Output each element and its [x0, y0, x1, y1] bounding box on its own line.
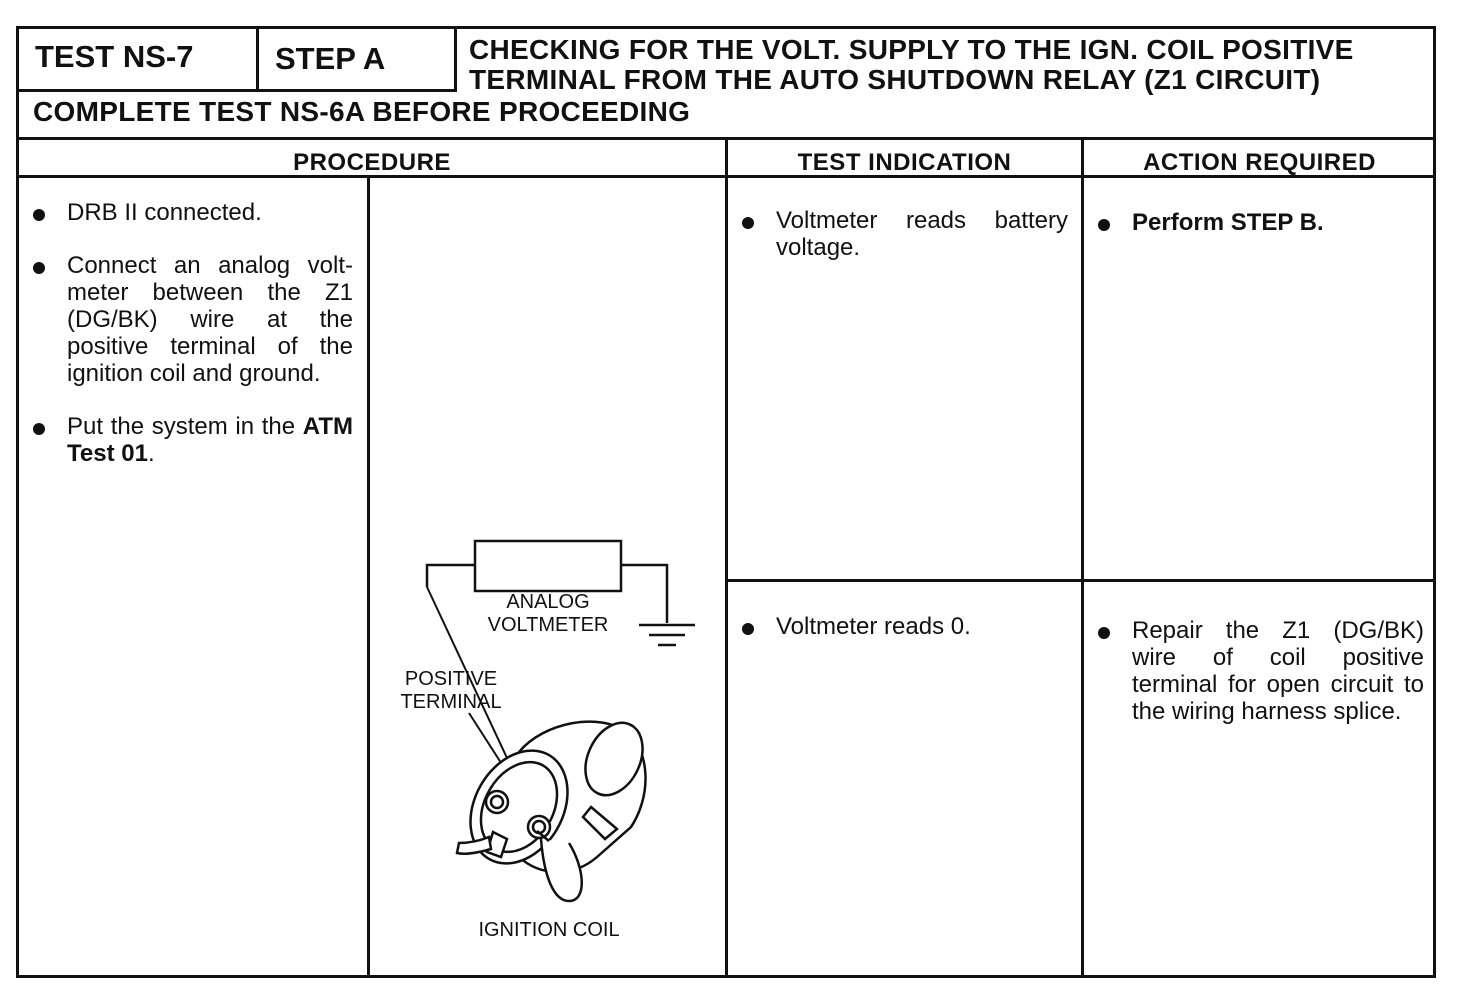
procedure-step: Connect an analog volt-meter between the…: [19, 252, 353, 387]
voltmeter-label: ANALOG VOLTMETER: [487, 591, 609, 636]
test-indication-item: Voltmeter reads 0.: [728, 613, 1068, 640]
bullet-icon: [33, 262, 45, 274]
bullet-icon: [742, 623, 754, 635]
procedure-step: Put the system in the ATM Test 01.: [19, 413, 353, 467]
meter-lead-right: [621, 563, 669, 623]
column-divider-procedure: [725, 137, 728, 977]
analog-voltmeter-icon: [473, 539, 623, 593]
column-header-procedure: PROCEDURE: [293, 149, 451, 176]
procedure-steps: DRB II connected. Connect an analog volt…: [19, 199, 357, 493]
test-indication-item: Voltmeter reads battery voltage.: [728, 207, 1068, 261]
test-indication-cell: Voltmeter reads battery voltage.: [728, 207, 1068, 287]
step-label: STEP A: [259, 29, 457, 89]
bullet-icon: [1098, 627, 1110, 639]
test-title: CHECKING FOR THE VOLT. SUPPLY TO THE IGN…: [457, 29, 1435, 95]
ignition-coil-icon: [455, 720, 647, 903]
prerequisite-note: COMPLETE TEST NS-6A BEFORE PROCEEDING: [33, 96, 691, 127]
bullet-icon: [1098, 219, 1110, 231]
procedure-step: DRB II connected.: [19, 199, 353, 226]
ground-icon: [639, 623, 695, 647]
action-required-cell: Repair the Z1 (DG/BK) wire of coil posit…: [1084, 617, 1424, 751]
column-divider-indication: [1081, 137, 1084, 977]
ignition-coil-caption: IGNITION COIL: [478, 919, 620, 941]
test-number: TEST NS-7: [19, 29, 259, 89]
wiring-diagram-svg: [425, 539, 695, 903]
ignition-coil-diagram: ANALOG VOLTMETER POSITIVE TERMINAL IGNIT…: [369, 177, 721, 977]
action-required-cell: Perform STEP B.: [1084, 209, 1424, 262]
column-header-test-indication: TEST INDICATION: [797, 149, 1012, 176]
bullet-icon: [33, 209, 45, 221]
procedure-step-list: DRB II connected. Connect an analog volt…: [19, 199, 353, 467]
procedure-inner-divider: [367, 175, 370, 977]
header-divider-left: [19, 89, 457, 92]
action-item: Perform STEP B.: [1084, 209, 1424, 236]
bullet-icon: [33, 423, 45, 435]
test-procedure-sheet: TEST NS-7 STEP A CHECKING FOR THE VOLT. …: [16, 26, 1436, 978]
bullet-icon: [742, 217, 754, 229]
column-header-action-required: ACTION REQUIRED: [1143, 149, 1376, 176]
test-indication-cell: Voltmeter reads 0.: [728, 613, 1068, 666]
action-item: Repair the Z1 (DG/BK) wire of coil posit…: [1084, 617, 1424, 725]
meter-lead-left: [425, 563, 475, 587]
result-row-divider: [725, 579, 1435, 582]
test-title-line-1: CHECKING FOR THE VOLT. SUPPLY TO THE IGN…: [469, 34, 1354, 65]
test-title-line-2: TERMINAL FROM THE AUTO SHUTDOWN RELAY (Z…: [469, 64, 1321, 95]
positive-terminal-label: POSITIVE TERMINAL: [400, 668, 502, 713]
atm-test-reference: ATM Test 01: [67, 413, 353, 467]
